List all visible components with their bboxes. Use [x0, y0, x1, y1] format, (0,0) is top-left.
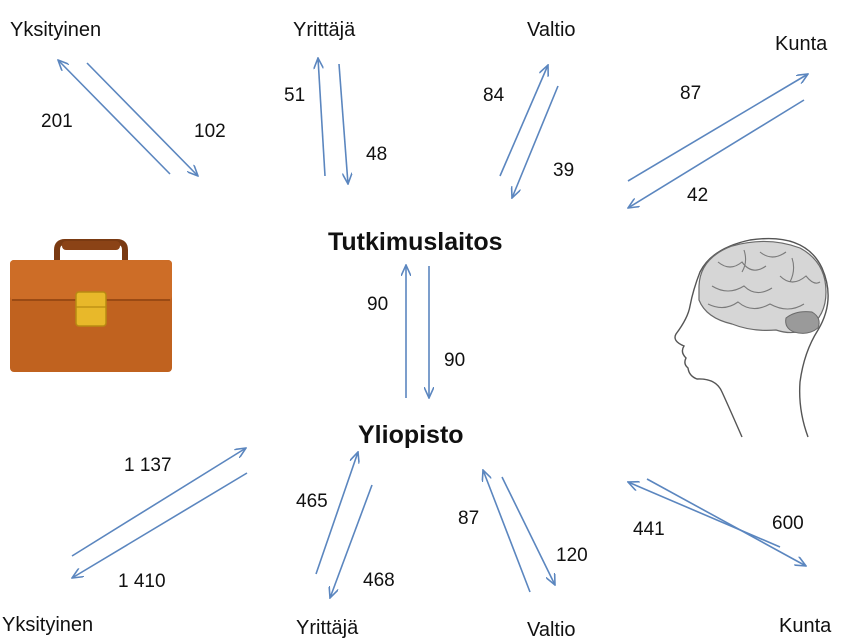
top-label-kunta: Kunta	[775, 33, 828, 55]
arrow-bottom-yksityinen-out	[72, 472, 248, 578]
node-tutkimuslaitos: Tutkimuslaitos	[328, 228, 503, 256]
arrow-bottom-kunta-in	[628, 482, 781, 548]
head-brain-icon	[674, 237, 829, 438]
flow-top-yksityinen-out: 201	[41, 111, 73, 132]
arrow-bottom-valtio-in	[483, 470, 531, 593]
top-label-yksityinen: Yksityinen	[10, 19, 101, 41]
arrow-top-yrittaja-in	[338, 63, 348, 184]
arrow-bottom-kunta-out	[646, 478, 806, 566]
bottom-label-kunta: Kunta	[779, 615, 832, 637]
top-label-yrittaja: Yrittäjä	[293, 19, 356, 41]
arrow-top-yksityinen-in	[86, 62, 198, 176]
briefcase-icon	[10, 239, 172, 372]
arrow-top-valtio-in	[512, 85, 559, 198]
bottom-label-yksityinen: Yksityinen	[2, 614, 93, 636]
flow-bottom-valtio-out: 120	[556, 545, 588, 566]
arrow-bottom-yrittaja-in	[315, 452, 358, 575]
arrow-top-valtio-out	[499, 65, 548, 177]
flow-center-up: 90	[367, 294, 388, 315]
flow-top-valtio-out: 84	[483, 85, 505, 106]
flow-center-down: 90	[444, 350, 465, 371]
node-yliopisto: Yliopisto	[358, 421, 464, 449]
bottom-label-valtio: Valtio	[527, 619, 576, 639]
arrow-top-yksityinen-out	[58, 60, 171, 175]
flow-top-valtio-in: 39	[553, 160, 574, 181]
flow-top-kunta-in: 42	[687, 185, 708, 206]
flow-bottom-yksityinen-out: 1 410	[118, 571, 166, 592]
flow-bottom-yrittaja-in: 465	[296, 491, 328, 512]
arrow-top-kunta-out	[627, 74, 808, 182]
flow-bottom-yksityinen-in: 1 137	[124, 455, 172, 476]
arrow-top-kunta-in	[628, 99, 805, 208]
bottom-label-yrittaja: Yrittäjä	[296, 617, 359, 639]
flow-bottom-yrittaja-out: 468	[363, 570, 395, 591]
flow-top-yrittaja-in: 48	[366, 144, 387, 165]
flow-bottom-kunta-out: 600	[772, 513, 804, 534]
flow-bottom-kunta-in: 441	[633, 519, 665, 540]
arrow-bottom-yksityinen-in	[71, 448, 246, 557]
flow-top-yksityinen-in: 102	[194, 121, 226, 142]
flow-top-kunta-out: 87	[680, 83, 701, 104]
arrow-top-yrittaja-out	[318, 58, 326, 177]
arrow-bottom-valtio-out	[501, 476, 555, 585]
flow-bottom-valtio-in: 87	[458, 508, 479, 529]
flow-top-yrittaja-out: 51	[284, 85, 305, 106]
arrow-bottom-yrittaja-out	[330, 484, 373, 598]
top-label-valtio: Valtio	[527, 19, 576, 41]
